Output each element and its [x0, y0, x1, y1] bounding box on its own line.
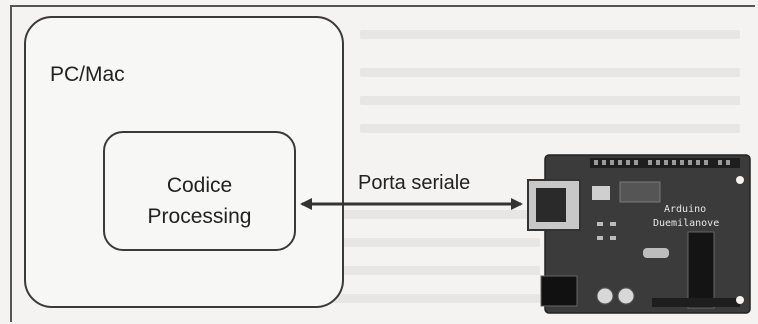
- board-model-text: Duemilanove: [653, 218, 719, 229]
- code-label-line1: Codice: [166, 174, 233, 197]
- usb-connector-icon: [527, 179, 581, 231]
- serial-port-label: Porta seriale: [356, 172, 473, 195]
- arduino-board-icon: Arduino Duemilanove: [540, 154, 751, 314]
- processing-code-label: Codice Processing: [103, 170, 296, 232]
- bleed-text-line: [330, 294, 540, 303]
- bleed-text-line: [330, 210, 540, 219]
- bleed-text-line: [360, 124, 740, 133]
- bleed-text-line: [360, 96, 740, 105]
- bleed-text-line: [360, 30, 740, 39]
- board-brand-text: Arduino: [664, 204, 706, 215]
- bleed-text-line: [330, 266, 540, 275]
- figure-frame: [10, 5, 755, 322]
- bleed-text-line: [360, 68, 740, 77]
- code-label-line2: Processing: [147, 205, 252, 228]
- bleed-text-line: [330, 238, 540, 247]
- processing-code-box: [103, 131, 296, 251]
- computer-label: PC/Mac: [50, 63, 125, 86]
